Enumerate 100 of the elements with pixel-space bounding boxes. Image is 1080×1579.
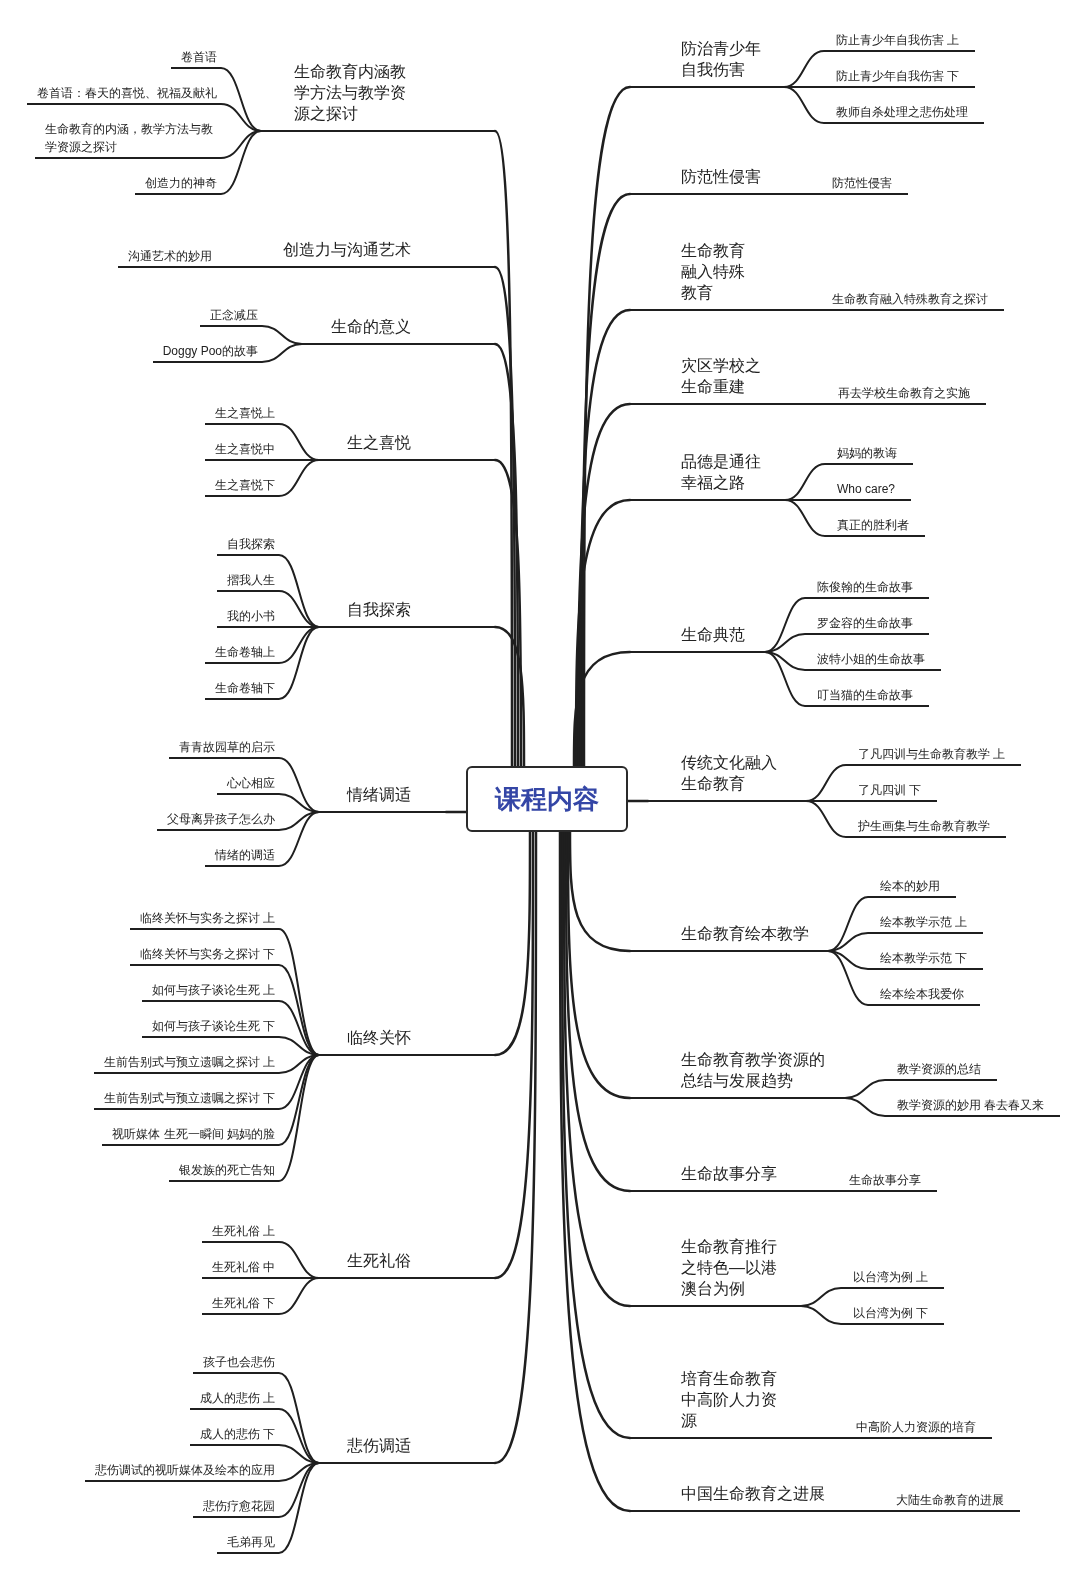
subtopic-item: 了凡四训与生命教育教学 上: [846, 730, 1022, 766]
subtopic-item: 沟通艺术的妙用: [118, 232, 216, 268]
subtopic-item: 悲伤疗愈花园: [193, 1482, 279, 1518]
subtopic-item: Doggy Poo的故事: [152, 327, 262, 363]
subtopic-item: 绘本教学示范 上: [868, 898, 984, 934]
subtopic-item: 波特小姐的生命故事: [805, 635, 941, 671]
branch-connector: [572, 650, 632, 768]
topic-branch: 培育生命教育中高阶人力资源: [630, 1368, 804, 1439]
branch-connector: [220, 67, 262, 132]
branch-connector: [843, 1510, 885, 1512]
subtopic-item: 卷首语: [171, 33, 221, 69]
subtopic-item: 绘本教学示范 下: [868, 934, 984, 970]
subtopic-item: 生之喜悦下: [205, 461, 279, 497]
subtopic-item: 正念减压: [200, 291, 262, 327]
subtopic-item: 心心相应: [217, 759, 279, 795]
branch-connector: [278, 626, 320, 664]
subtopic-item: 生命卷轴上: [205, 628, 279, 664]
branch-connector: [562, 830, 632, 1308]
subtopic-item: 视听媒体 生死一瞬间 妈妈的脸: [102, 1110, 279, 1146]
subtopic-item: 了凡四训 下: [846, 766, 938, 802]
branch-connector: [493, 129, 514, 768]
topic-branch: 临终关怀: [319, 1027, 495, 1056]
branch-connector: [278, 1462, 320, 1518]
topic-branch: 生命教育推行之特色—以港澳台为例: [630, 1236, 801, 1307]
subtopic-item: 以台湾为例 上: [841, 1253, 945, 1289]
branch-connector: [783, 86, 825, 124]
topic-branch: 生命教育教学资源的总结与发展趋势: [630, 1049, 845, 1099]
subtopic-item: 孩子也会悲伤: [193, 1338, 279, 1374]
branch-connector: [779, 193, 821, 195]
subtopic-item: 如何与孩子谈论生死 下: [141, 1002, 279, 1038]
branch-connector: [803, 1437, 845, 1439]
branch-connector: [827, 950, 869, 1006]
branch-connector: [278, 964, 320, 1056]
subtopic-item: 防止青少年自我伤害 下: [824, 52, 976, 88]
branch-connector: [278, 1054, 320, 1182]
topic-branch: 悲伤调适: [319, 1435, 495, 1464]
subtopic-item: 情绪的调适: [205, 831, 279, 867]
subtopic-item: 护生画集与生命教育教学: [846, 802, 1006, 838]
topic-branch: 中国生命教育之进展: [630, 1483, 844, 1512]
subtopic-item: 成人的悲伤 下: [189, 1410, 279, 1446]
branch-connector: [493, 458, 523, 768]
subtopic-item: 生死礼俗 下: [201, 1279, 279, 1315]
branch-connector: [568, 830, 632, 953]
branch-connector: [785, 403, 827, 405]
subtopic-item: 生前告别式与预立遗嘱之探讨 上: [93, 1038, 279, 1074]
branch-connector: [493, 625, 526, 768]
branch-connector: [779, 309, 821, 311]
subtopic-item: 生命故事分享: [837, 1156, 937, 1192]
subtopic-item: 卷首语：春天的喜悦、祝福及献礼: [27, 69, 221, 105]
topic-branch: 生之喜悦: [319, 432, 495, 461]
subtopic-item: 中高阶人力资源的培育: [844, 1403, 992, 1439]
subtopic-item: Who care?: [825, 465, 912, 501]
branch-connector: [626, 799, 650, 803]
subtopic-item: 防范性侵害: [820, 159, 908, 195]
subtopic-item: 教师自杀处理之悲伤处理: [824, 88, 984, 124]
topic-branch: 灾区学校之生命重建: [630, 355, 786, 405]
subtopic-item: 生前告别式与预立遗嘱之探讨 下: [93, 1074, 279, 1110]
branch-connector: [278, 459, 320, 497]
subtopic-item: 生命教育的内涵，教学方法与教学资源之探讨: [35, 105, 221, 159]
subtopic-item: 以台湾为例 下: [841, 1289, 945, 1325]
topic-branch: 生命的意义: [302, 316, 495, 345]
subtopic-item: 生之喜悦上: [205, 389, 279, 425]
branch-connector: [566, 830, 632, 1100]
branch-connector: [493, 830, 538, 1465]
topic-branch: 生命教育绘本教学: [630, 923, 828, 952]
subtopic-item: 如何与孩子谈论生死 上: [141, 966, 279, 1002]
subtopic-item: 父母离异孩子怎么办: [157, 795, 279, 831]
branch-connector: [278, 811, 320, 867]
subtopic-item: 临终关怀与实务之探讨 上: [129, 894, 279, 930]
subtopic-item: 自我探索: [217, 520, 279, 556]
branch-connector: [278, 1462, 320, 1554]
branch-connector: [278, 1372, 320, 1464]
topic-branch: 生命教育融入特殊教育: [630, 240, 780, 311]
branch-connector: [805, 800, 847, 838]
branch-connector: [444, 810, 468, 814]
subtopic-item: 罗金容的生命故事: [805, 599, 929, 635]
topic-branch: 传统文化融入生命教育: [648, 752, 806, 802]
subtopic-item: 再去学校生命教育之实施: [826, 369, 986, 405]
branch-connector: [215, 266, 257, 268]
subtopic-item: 成人的悲伤 上: [189, 1374, 279, 1410]
branch-connector: [578, 308, 632, 768]
subtopic-item: 教学资源的妙用 春去春又来: [885, 1081, 1061, 1117]
branch-connector: [493, 830, 532, 1057]
subtopic-item: 妈妈的教诲: [825, 429, 913, 465]
subtopic-item: 创造力的神奇: [135, 159, 221, 195]
subtopic-item: 生死礼俗 中: [201, 1243, 279, 1279]
subtopic-item: 生命卷轴下: [205, 664, 279, 700]
subtopic-item: 我的小书: [217, 592, 279, 628]
subtopic-item: 防止青少年自我伤害 上: [824, 16, 976, 52]
subtopic-item: 绘本绘本我爱你: [868, 970, 980, 1006]
branch-connector: [800, 1305, 842, 1325]
subtopic-item: 陈俊翰的生命故事: [805, 563, 929, 599]
branch-connector: [580, 192, 632, 768]
branch-connector: [574, 498, 632, 768]
subtopic-item: 教学资源的总结: [885, 1045, 997, 1081]
branch-connector: [220, 130, 262, 195]
topic-branch: 创造力与沟通艺术: [256, 239, 495, 268]
topic-branch: 防范性侵害: [630, 166, 780, 195]
subtopic-item: 叮当猫的生命故事: [805, 671, 929, 707]
branch-connector: [493, 830, 535, 1280]
